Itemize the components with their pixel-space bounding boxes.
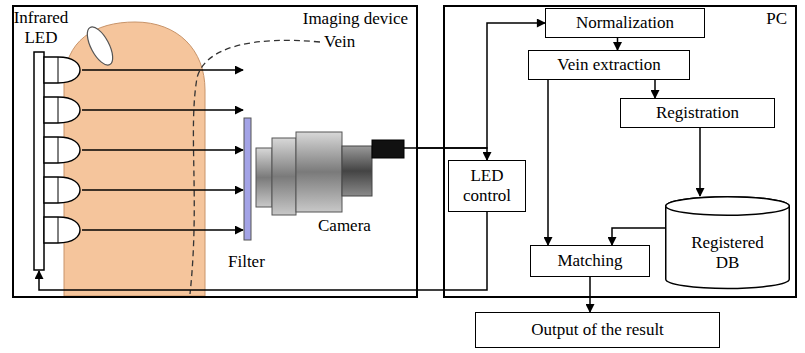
finger	[64, 22, 205, 296]
flow-arrow	[39, 212, 487, 290]
camera-body	[256, 132, 418, 215]
filter-plate	[244, 118, 251, 240]
part-label: Infrared LED	[8, 8, 74, 47]
led	[44, 97, 80, 123]
light-ray	[82, 69, 243, 71]
light-ray	[82, 149, 243, 151]
group-heading: Imaging device	[303, 9, 408, 29]
part-label: Vein	[324, 32, 355, 52]
cylinder-top	[666, 197, 790, 216]
flow-arrow	[699, 128, 701, 196]
led-rim	[58, 57, 59, 83]
node-label: Vein extraction	[557, 55, 660, 75]
output-box: Output of the result	[475, 312, 720, 348]
process-box: Normalization	[545, 8, 705, 38]
light-ray	[82, 109, 243, 111]
led-rim	[58, 97, 59, 123]
device-group: Imaging device	[12, 5, 418, 298]
flow-arrow	[654, 80, 656, 98]
process-box: Matching	[530, 245, 650, 277]
process-box: Registration	[620, 98, 775, 128]
fingernail	[82, 23, 118, 69]
node-label: LED control	[455, 166, 519, 205]
light-ray	[82, 189, 243, 191]
part-label: Filter	[228, 252, 265, 272]
led	[44, 137, 80, 163]
led	[44, 217, 80, 243]
node-label: Matching	[557, 251, 622, 271]
node-label: Output of the result	[531, 320, 664, 340]
flow-arrow	[418, 23, 545, 148]
flow-arrow	[612, 228, 665, 245]
database-cylinder: Registered DB	[665, 196, 790, 290]
flow-arrow	[617, 38, 619, 50]
led-array	[44, 57, 80, 243]
pc-group: PC NormalizationVein extractionRegistrati…	[443, 5, 797, 298]
group-heading: PC	[766, 9, 787, 29]
part-label: Camera	[318, 216, 371, 236]
light-ray	[82, 229, 243, 231]
node-label: Normalization	[576, 13, 674, 33]
flow-arrow	[589, 277, 591, 312]
led	[44, 177, 80, 203]
flow-arrow	[418, 148, 487, 160]
node-label: Registration	[656, 103, 739, 123]
led	[44, 57, 80, 83]
led-board	[34, 52, 44, 270]
node-label: Registered DB	[683, 233, 773, 272]
led-rim	[58, 137, 59, 163]
control-box: LED control	[448, 160, 526, 212]
light-rays	[82, 70, 243, 230]
cylinder-body	[666, 197, 790, 289]
led-rim	[58, 177, 59, 203]
led-rim	[58, 217, 59, 243]
process-box: Vein extraction	[528, 50, 690, 80]
flow-arrow	[547, 80, 549, 245]
